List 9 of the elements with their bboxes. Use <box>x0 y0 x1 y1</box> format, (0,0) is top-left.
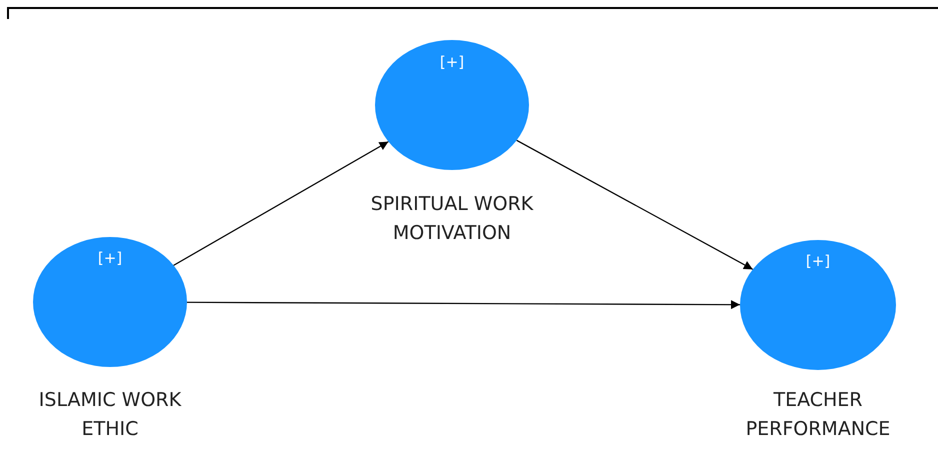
arrow <box>516 140 754 270</box>
construct-label: TEACHER PERFORMANCE <box>744 388 892 442</box>
expand-marker: [+] <box>98 249 122 267</box>
arrow <box>173 141 389 266</box>
expand-marker: [+] <box>440 53 464 71</box>
expand-marker: [+] <box>806 252 830 270</box>
construct-label: SPIRITUAL WORK MOTIVATION <box>370 192 534 246</box>
arrow <box>187 300 740 310</box>
construct-label: ISLAMIC WORK ETHIC <box>38 388 182 442</box>
